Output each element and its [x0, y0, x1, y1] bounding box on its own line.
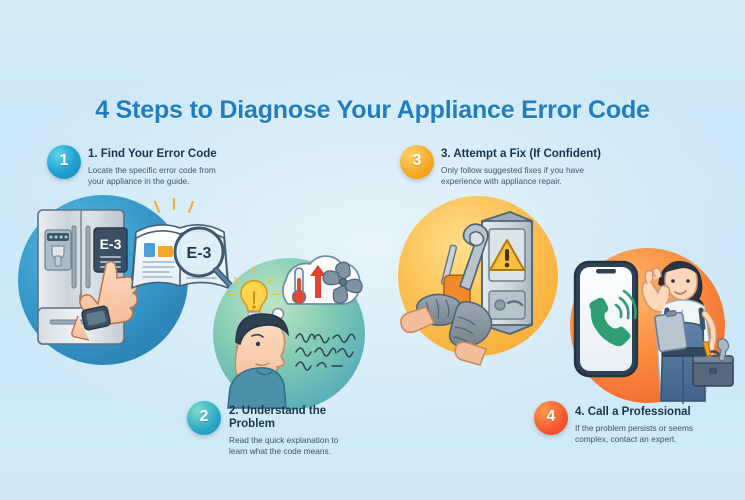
- smartphone-graphic: [573, 260, 639, 378]
- appliance-unit-graphic: [481, 211, 533, 335]
- understanding-problem-illustration: [216, 255, 376, 416]
- step-1-badge: 1: [42, 140, 86, 184]
- fan-icon: [322, 261, 363, 304]
- step-2-description: Read the quick explanation to learn what…: [229, 435, 339, 456]
- gloved-hand-wrench-graphic: [448, 223, 493, 366]
- step-2-title: 2. Understand the Problem: [229, 405, 327, 430]
- person-head-profile-graphic: [227, 313, 289, 409]
- toolbox-graphic: [692, 338, 734, 387]
- call-professional-illustration: [563, 248, 738, 408]
- phone-call-icon: [589, 289, 637, 347]
- thought-cloud-graphic: [265, 255, 363, 328]
- warning-triangle-icon: [489, 239, 525, 271]
- step-2-number: 2: [199, 408, 209, 425]
- refrigerator-error-code-illustration: E-3: [22, 196, 252, 366]
- step-4-badge: 4: [529, 396, 573, 440]
- svg-text:E-3: E-3: [100, 236, 122, 252]
- step-1-number: 1: [59, 152, 69, 169]
- attempt-fix-illustration: [396, 195, 576, 366]
- technician-woman-graphic: [641, 260, 734, 404]
- magnifying-glass-graphic: E-3: [173, 226, 233, 288]
- gloved-hand-screwdriver-graphic: [400, 244, 472, 334]
- step-2-badge: 2: [182, 396, 226, 440]
- clipboard-graphic: [654, 310, 688, 353]
- step-4-title: 4. Call a Professional: [575, 406, 691, 418]
- svg-text:E-3: E-3: [187, 245, 212, 262]
- pointing-hand-graphic: [71, 260, 138, 341]
- step-4-number: 4: [546, 408, 556, 425]
- step-4-description: If the problem persists or seems complex…: [575, 423, 694, 444]
- step-3-title: 3. Attempt a Fix (If Confident): [441, 148, 601, 160]
- up-arrow-icon: [310, 265, 326, 298]
- sparkle-lines: [153, 197, 195, 214]
- step-1-description: Locate the specific error code from your…: [88, 165, 216, 186]
- step-1-title: 1. Find Your Error Code: [88, 148, 217, 160]
- page-title: 4 Steps to Diagnose Your Appliance Error…: [95, 96, 650, 124]
- step-3-description: Only follow suggested fixes if you have …: [441, 165, 584, 186]
- step-3-number: 3: [412, 152, 422, 169]
- step-3-badge: 3: [395, 140, 439, 184]
- handwritten-notes-graphic: [295, 333, 356, 371]
- lightbulb-icon: [228, 266, 280, 321]
- thermometer-icon: [291, 267, 307, 305]
